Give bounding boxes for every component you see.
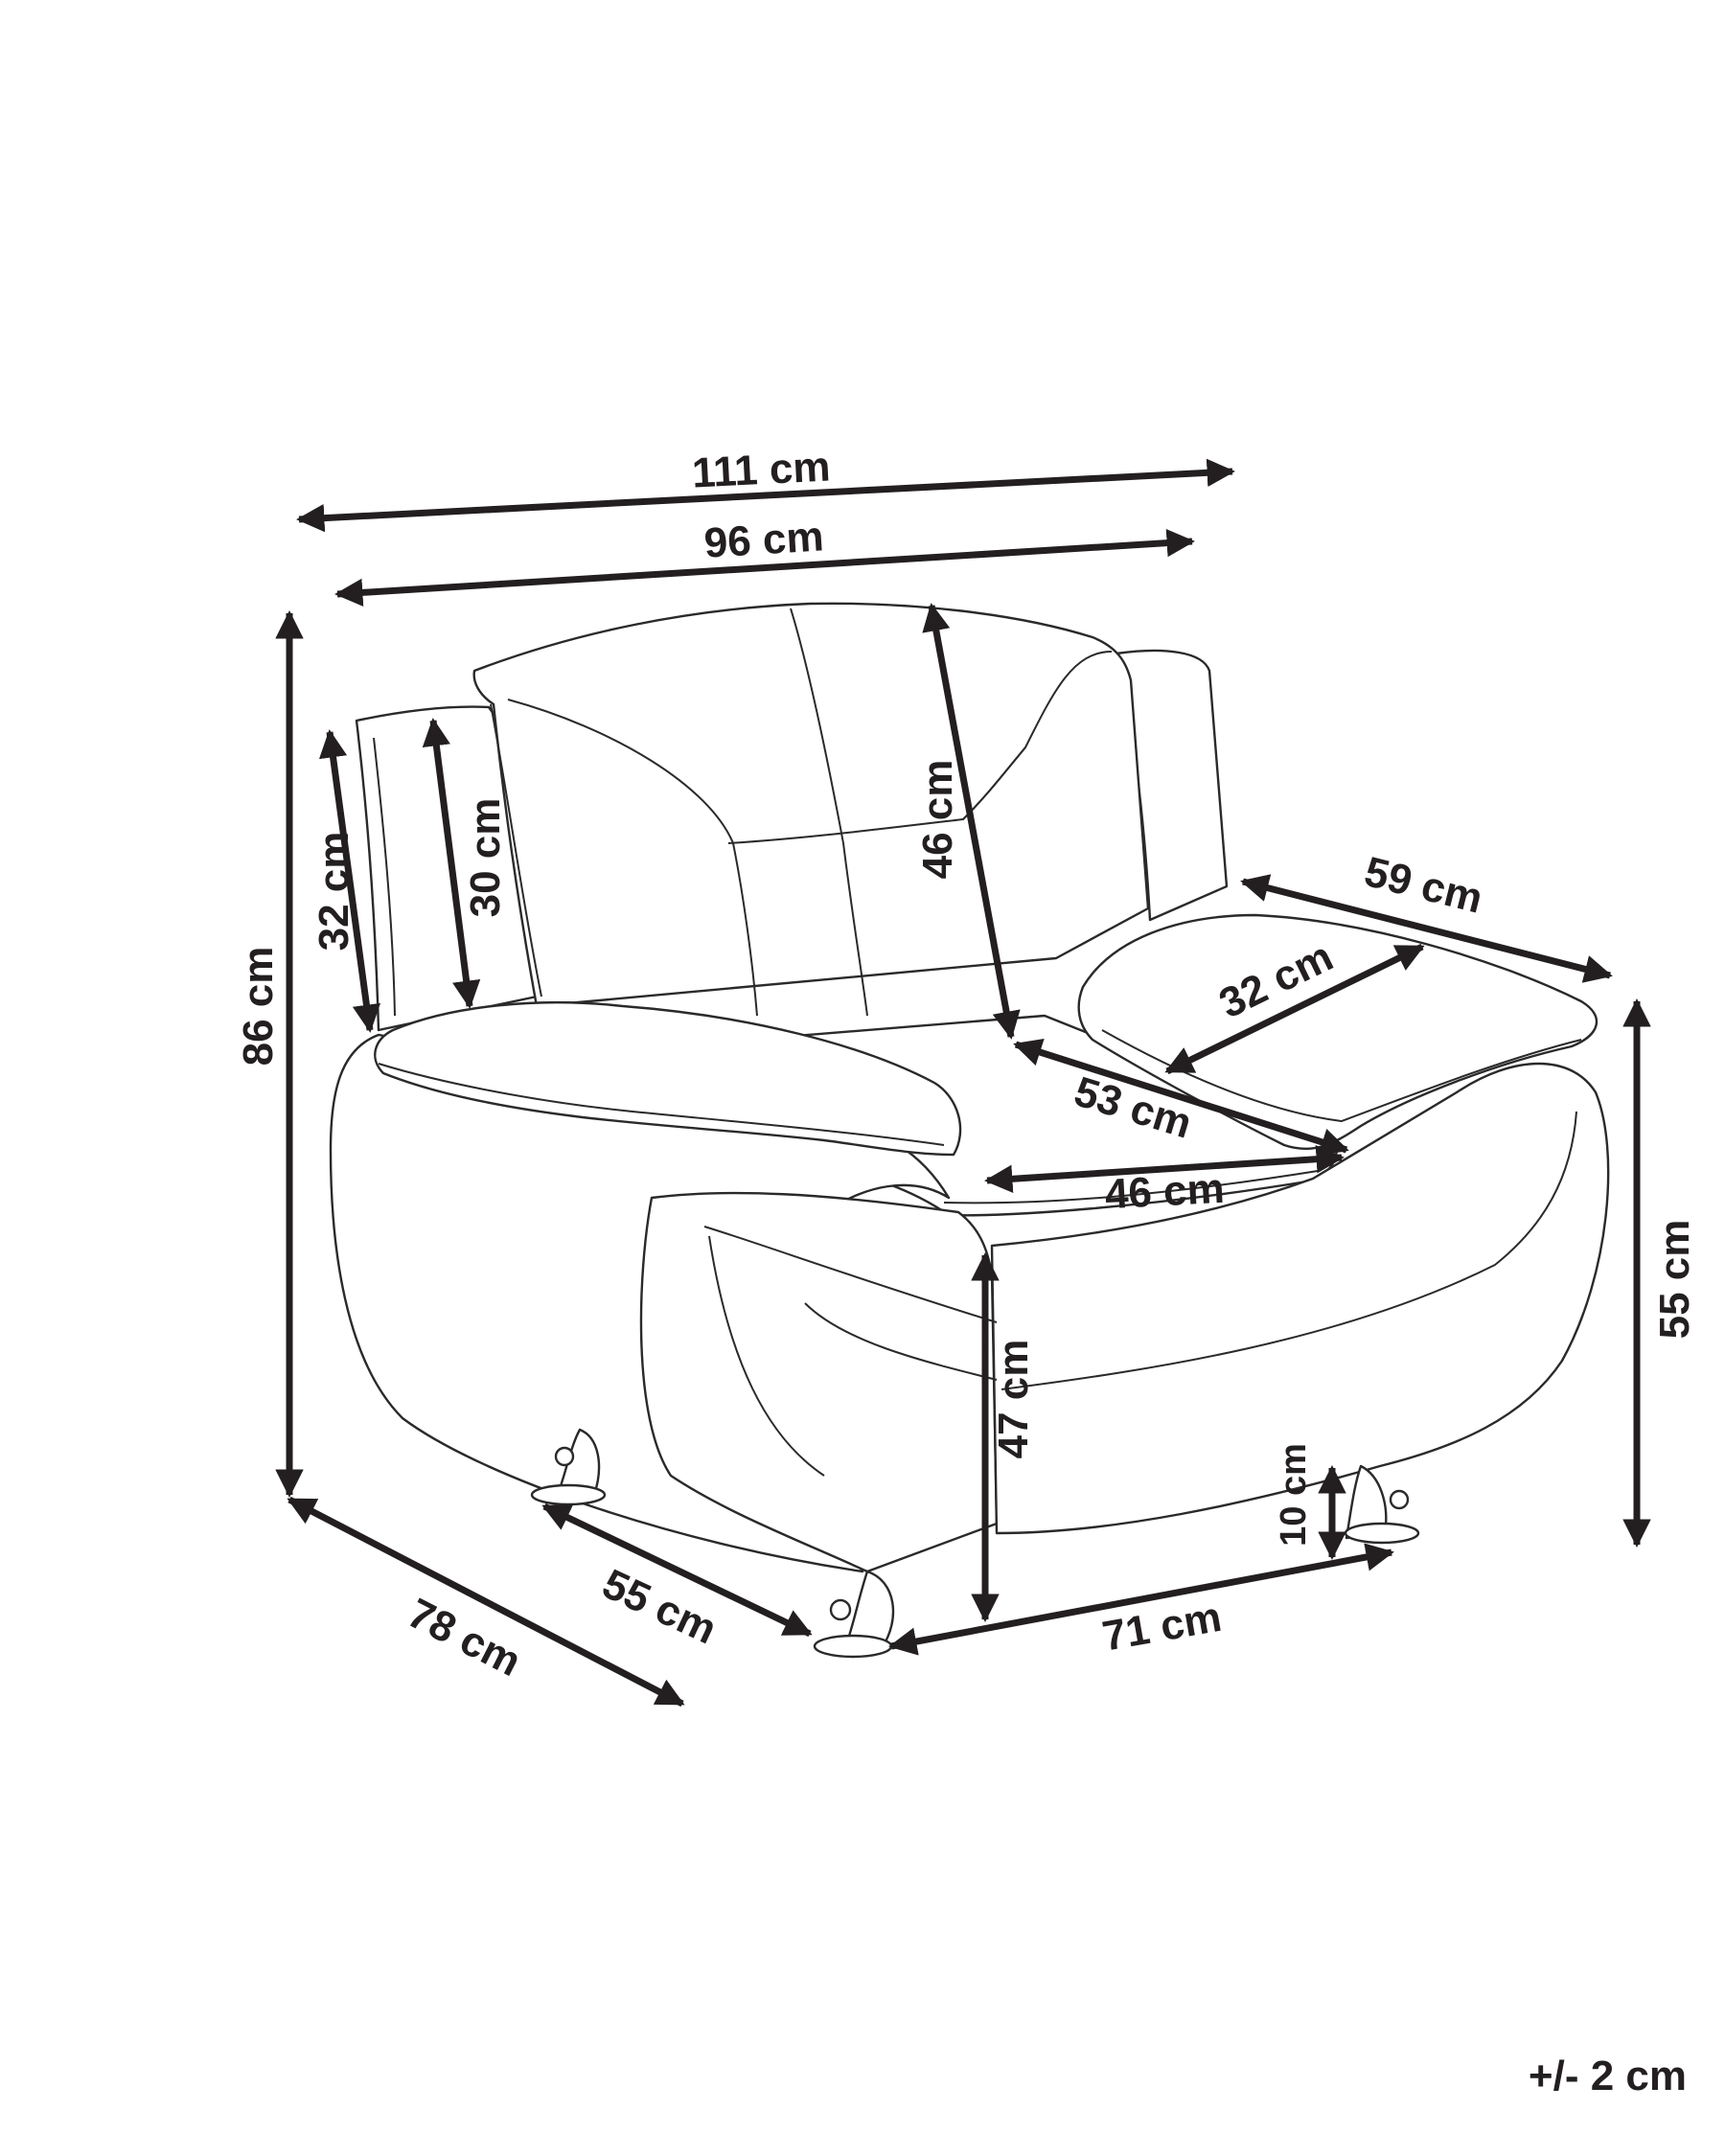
dim-arrow-seat-width [984, 1145, 1345, 1193]
dim-arrow-overall-depth [287, 1496, 685, 1708]
label-armrest-length: 59 cm [1360, 848, 1487, 923]
label-armrest-inner-height: 30 cm [462, 798, 509, 918]
label-arm-height: 55 cm [1651, 1220, 1698, 1340]
label-armrest-outer-height: 32 cm [310, 832, 357, 952]
dim-arrow-overall-width [296, 458, 1235, 533]
dim-arrow-armrest-length [1240, 874, 1613, 983]
dim-arrow-base-depth [541, 1502, 813, 1638]
dim-arrow-seat-depth [1013, 1039, 1349, 1156]
label-base-depth: 55 cm [595, 1560, 724, 1653]
dim-arrow-armrest-outer-height [318, 729, 381, 1033]
label-overall-depth: 78 cm [401, 1590, 528, 1686]
label-seat-height: 47 cm [990, 1340, 1037, 1459]
label-leg-height: 10 cm [1274, 1443, 1314, 1547]
label-seat-width: 46 cm [1104, 1165, 1226, 1218]
label-back-width: 96 cm [702, 513, 825, 567]
label-overall-height: 86 cm [235, 947, 282, 1067]
label-backrest-height: 46 cm [914, 760, 961, 880]
armchair-drawing [329, 602, 1610, 1659]
tolerance-note: +/- 2 cm [1528, 2053, 1687, 2099]
dimension-arrows [275, 458, 1651, 1708]
dim-arrow-back-width [334, 528, 1195, 608]
label-overall-width: 111 cm [691, 443, 832, 496]
dim-arrow-armrest-inner-height [422, 718, 481, 1009]
dim-arrow-base-width [888, 1543, 1394, 1656]
dim-arrow-backrest-height [922, 603, 1021, 1040]
